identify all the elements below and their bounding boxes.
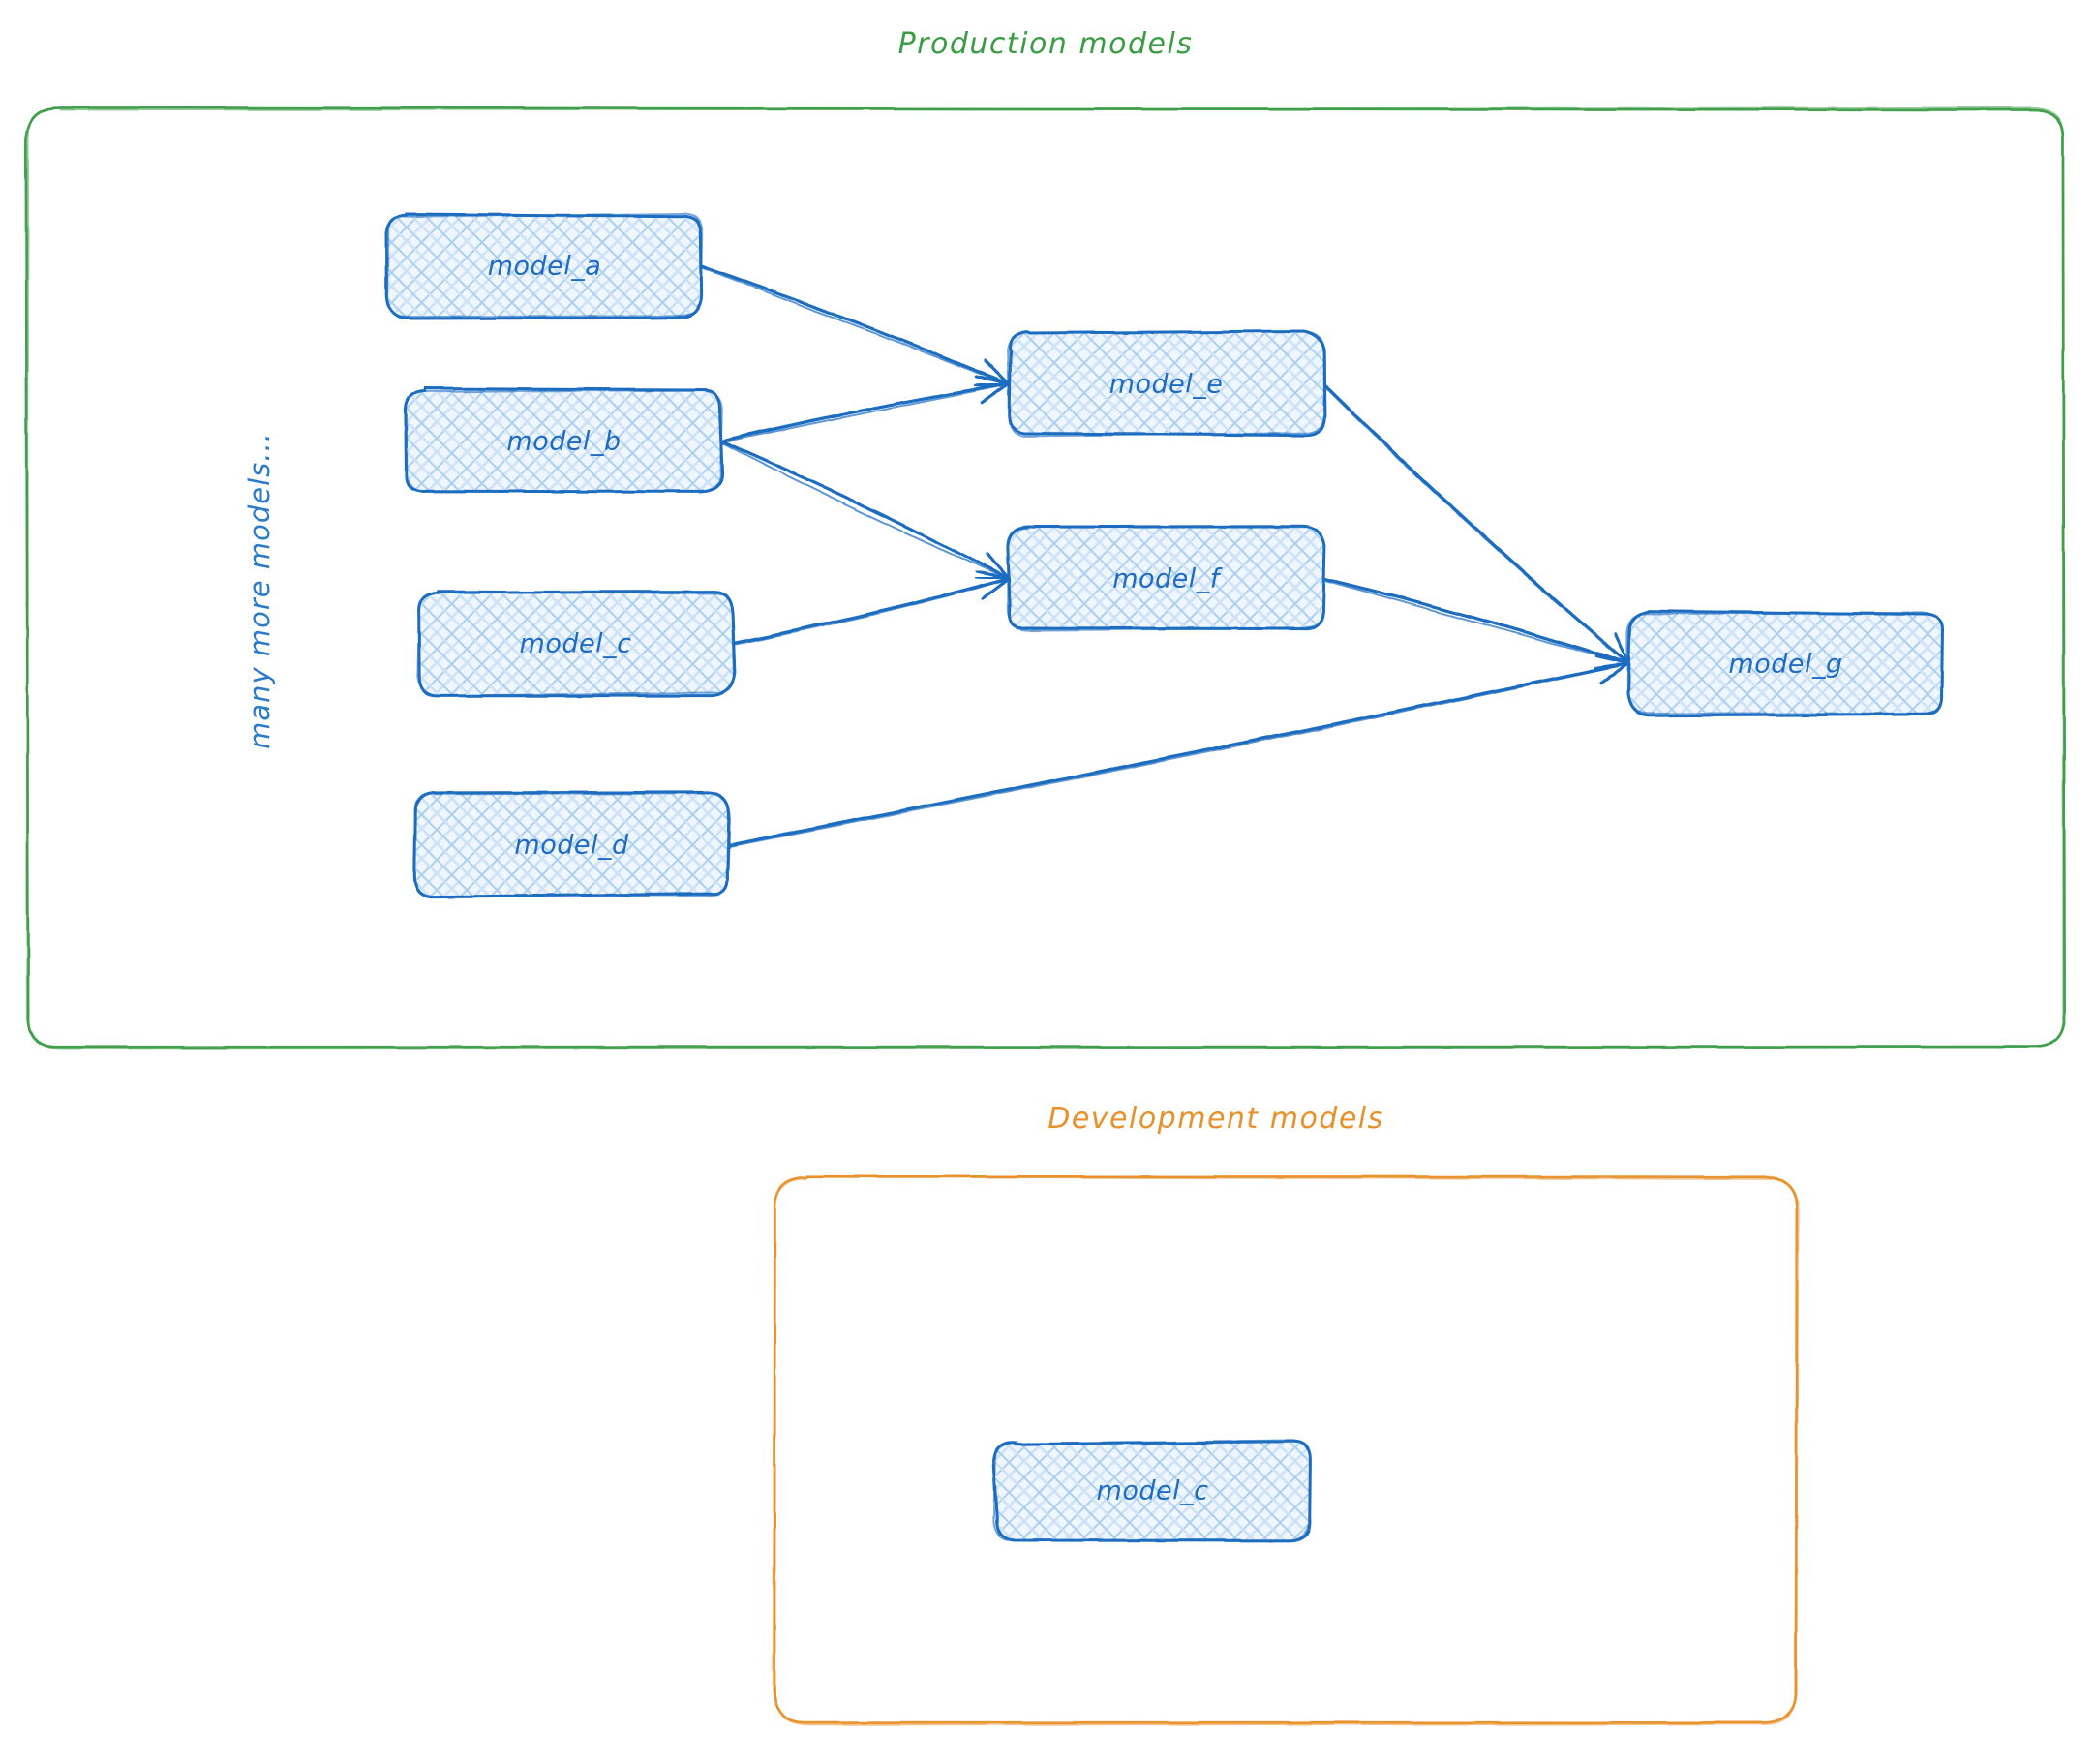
- edge-model_c-to-model_f: [731, 570, 1011, 646]
- edge-model_a-to-model_e: [700, 263, 1011, 387]
- edge-model_b-to-model_f: [719, 439, 1011, 581]
- side-note-many-more-models: many more models...: [243, 432, 276, 749]
- node-model_c[interactable]: [416, 590, 737, 698]
- node-model_g[interactable]: [1625, 609, 1944, 717]
- group-container-development: [772, 1174, 1800, 1726]
- group-title-production: Production models: [897, 27, 1194, 61]
- edges: [700, 263, 1630, 847]
- node-model_f[interactable]: [1006, 525, 1326, 632]
- nodes: [384, 212, 1944, 1542]
- group-title-development: Development models: [1048, 1102, 1384, 1136]
- node-model_b[interactable]: [404, 386, 724, 494]
- node-model_e[interactable]: [1006, 329, 1327, 438]
- edge-model_b-to-model_e: [719, 375, 1011, 443]
- edge-model_d-to-model_g: [727, 654, 1630, 847]
- node-model_a[interactable]: [384, 212, 704, 320]
- node-model_c_dev[interactable]: [991, 1440, 1312, 1542]
- group-container-production: [24, 106, 2066, 1050]
- group-containers: [24, 106, 2066, 1726]
- node-model_d[interactable]: [412, 790, 732, 898]
